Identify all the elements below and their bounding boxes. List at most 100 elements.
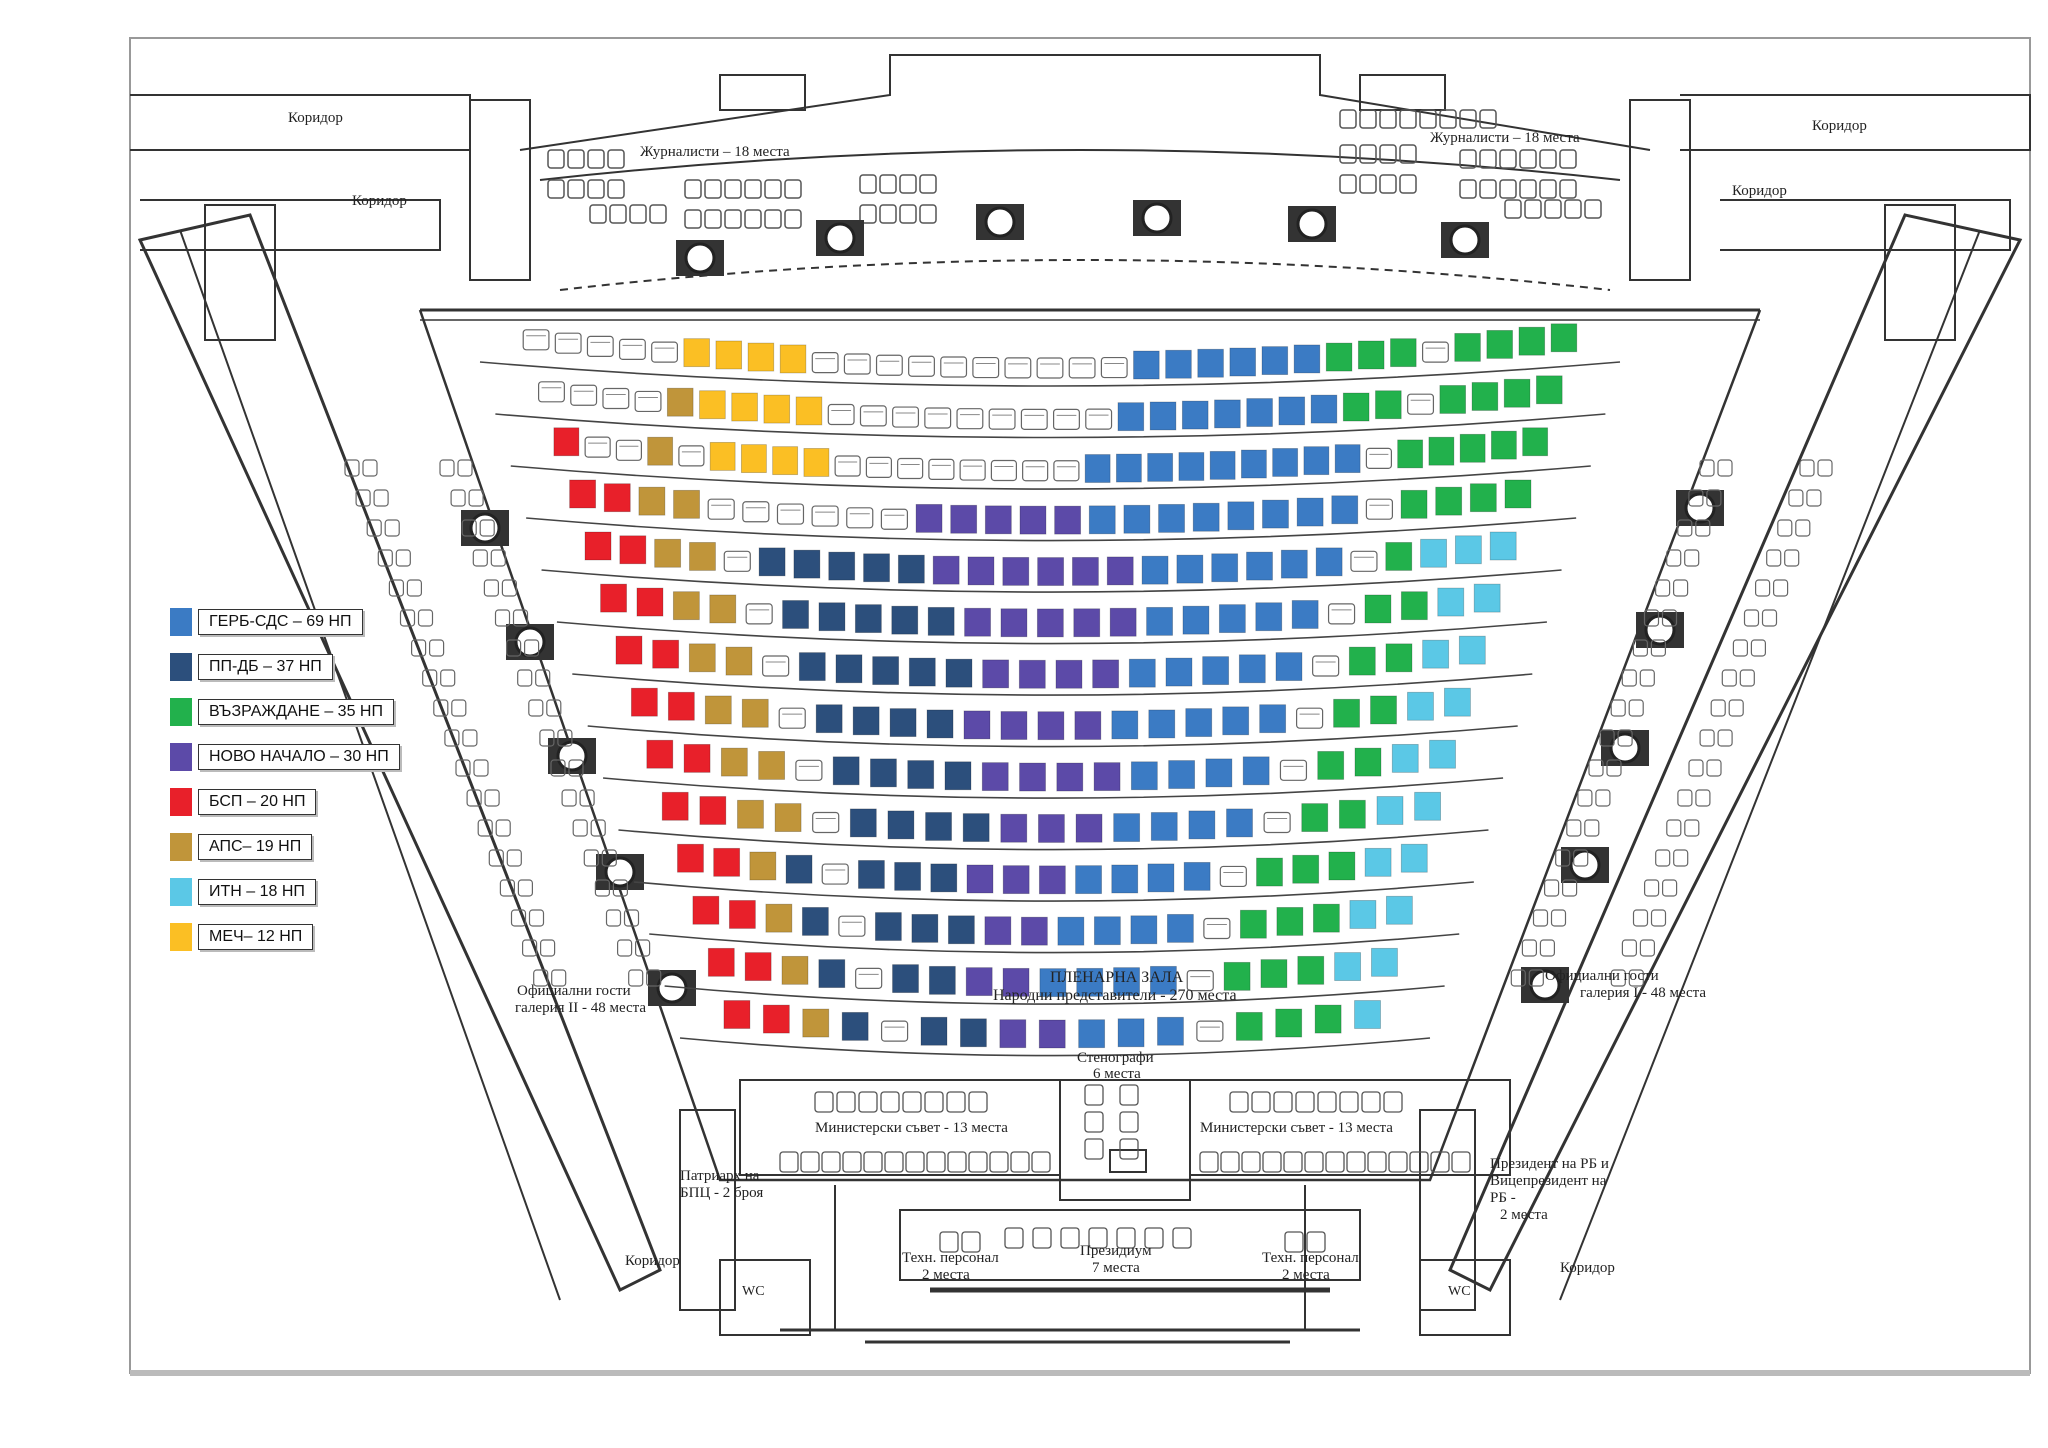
lower-seat xyxy=(842,1151,862,1173)
journalist-seat xyxy=(899,204,917,224)
gallery-seat xyxy=(1706,759,1722,777)
empty-seat xyxy=(846,507,874,529)
seat-itn xyxy=(1407,691,1434,721)
journalist-seat xyxy=(589,204,607,224)
gallery-seat xyxy=(1628,969,1644,987)
journalist-seat xyxy=(1399,109,1417,129)
journalist-seat xyxy=(567,149,585,169)
gallery-seat xyxy=(1666,549,1682,567)
journalist-seat xyxy=(1584,199,1602,219)
gallery-seat xyxy=(605,909,622,927)
journalists-left-label: Журналисти – 18 места xyxy=(640,144,790,160)
gallery-seat xyxy=(510,909,527,927)
gallery-seat xyxy=(477,819,493,837)
seat-gerb xyxy=(1262,499,1289,529)
seat-gerb xyxy=(1115,453,1142,483)
gallery-seat xyxy=(1528,969,1544,987)
seat-bsp xyxy=(636,587,664,617)
seat-gerb xyxy=(1226,808,1253,838)
lower-seat xyxy=(1383,1091,1403,1113)
seat-aps xyxy=(689,542,716,571)
seat-vaz xyxy=(1239,909,1267,939)
gallery-seat xyxy=(521,939,538,957)
empty-seat xyxy=(972,356,1000,379)
seat-nn xyxy=(984,505,1012,535)
seat-vaz xyxy=(1471,382,1499,411)
seat-bsp xyxy=(713,847,741,877)
seat-bsp xyxy=(646,739,674,769)
seat-pp xyxy=(818,602,846,632)
seat-nn xyxy=(1055,659,1083,689)
seat-pp xyxy=(782,600,809,629)
empty-seat xyxy=(762,655,790,677)
gallery-seat xyxy=(355,489,371,507)
seat-mec xyxy=(763,394,791,424)
upper-structures xyxy=(130,54,2031,341)
seat-itn xyxy=(1444,687,1471,717)
gallery-seat xyxy=(422,669,438,687)
corridor-label-br: Коридор xyxy=(1560,1260,1615,1276)
seat-vaz xyxy=(1400,591,1428,621)
lower-seat xyxy=(800,1151,820,1173)
seat-gerb xyxy=(1303,446,1330,476)
journalist-seat xyxy=(859,174,877,194)
seat-vaz xyxy=(1504,479,1532,509)
seat-gerb xyxy=(1205,758,1233,788)
gallery-seat xyxy=(377,549,393,567)
lower-seat xyxy=(779,1151,799,1173)
gallery-seat xyxy=(1728,699,1744,717)
lower-seat xyxy=(989,1151,1009,1173)
pillar xyxy=(1441,222,1489,258)
patriarch-label-2: БПЦ - 2 броя xyxy=(680,1185,763,1201)
seat-nn xyxy=(1038,1019,1066,1049)
gallery-seat xyxy=(517,669,533,687)
journalist-seat xyxy=(607,179,625,199)
gallery-seat xyxy=(429,639,445,657)
seat-pp xyxy=(858,860,885,889)
seat-itn xyxy=(1385,895,1413,925)
journalist-seat xyxy=(879,174,897,194)
legend-swatch xyxy=(170,788,192,816)
president-label-1: Президент на РБ и xyxy=(1490,1156,1609,1172)
gallery-seat xyxy=(1806,489,1822,507)
seat-nn xyxy=(1018,659,1046,689)
empty-seat xyxy=(602,387,630,410)
empty-seat xyxy=(959,459,986,481)
wc-right-label: WC xyxy=(1448,1284,1471,1299)
legend-swatch xyxy=(170,698,192,726)
gallery-seat xyxy=(1684,819,1700,837)
gallery-seat xyxy=(1750,639,1767,657)
seat-nn xyxy=(982,659,1010,689)
row-arc xyxy=(603,777,1504,799)
gallery-seat xyxy=(1799,459,1815,477)
seat-mec xyxy=(709,441,736,471)
journalist-seat xyxy=(704,179,722,199)
seat-gerb xyxy=(1214,399,1241,429)
seat-pp xyxy=(925,812,952,841)
tech-left-label-1: Техн. персонал xyxy=(902,1250,999,1266)
journalist-seat xyxy=(919,204,937,224)
seat-nn xyxy=(915,503,943,533)
legend-entry: АПС– 19 НП xyxy=(170,830,313,864)
seat-vaz xyxy=(1354,747,1382,777)
seat-bsp xyxy=(707,947,735,977)
empty-seat xyxy=(875,354,903,376)
journalist-seat xyxy=(1339,144,1357,164)
journalist-seat xyxy=(1564,199,1582,219)
gallery-seat xyxy=(461,519,477,537)
seat-nn xyxy=(1036,608,1064,638)
journalist-seat xyxy=(1359,109,1377,129)
gallery-seat xyxy=(1632,909,1649,927)
tech-left-label-2: 2 места xyxy=(922,1267,970,1283)
lower-structures xyxy=(679,1079,1511,1344)
seat-pp xyxy=(927,606,955,636)
gallery-seat xyxy=(634,939,651,957)
gallery-seat xyxy=(551,969,567,987)
corridor-label-bl: Коридор xyxy=(625,1253,680,1269)
empty-seat xyxy=(1053,408,1080,430)
gallery-seat xyxy=(1610,969,1626,987)
seat-gerb xyxy=(1296,497,1324,527)
gallery-seat xyxy=(568,759,584,777)
gallery-seat xyxy=(366,519,382,537)
journalist-seat xyxy=(629,204,647,224)
